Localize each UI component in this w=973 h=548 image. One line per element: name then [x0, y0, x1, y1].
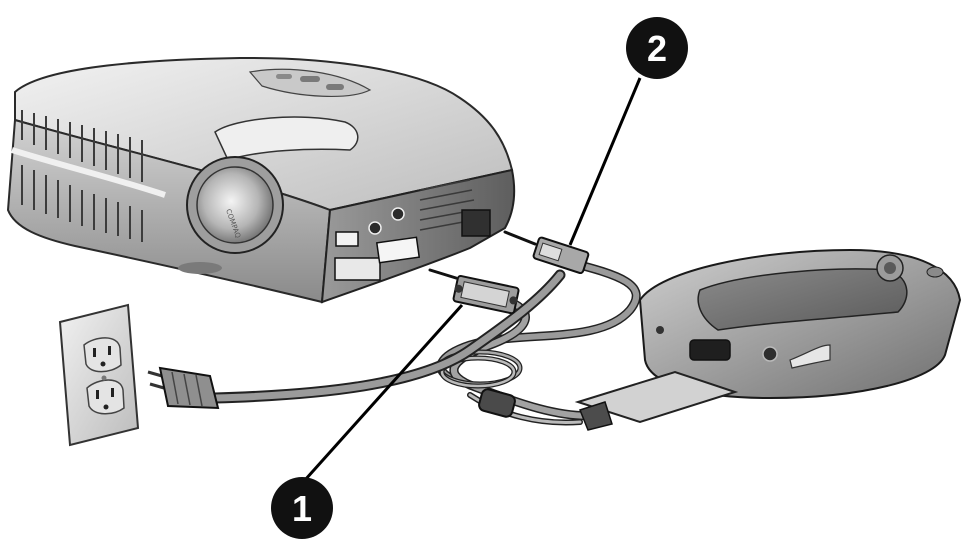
- projector-lens: [196, 166, 274, 244]
- audio-port: [368, 221, 382, 235]
- video-port: [334, 257, 381, 281]
- callout-2-circle: [626, 17, 688, 79]
- callout-1-circle: [271, 477, 333, 539]
- power-inlet: [461, 209, 491, 237]
- callout-2: 2: [626, 17, 688, 79]
- usb-port: [335, 231, 359, 247]
- projector-button: [300, 76, 320, 82]
- projector-button: [326, 84, 344, 90]
- outlet-receptacle-bottom: [86, 379, 125, 415]
- projector-foot: [178, 262, 222, 274]
- projector-front-ridge: [11, 147, 166, 198]
- pocket-pc: [638, 248, 962, 400]
- projector-vents: [21, 110, 143, 242]
- callout-2-label: 2: [647, 28, 667, 69]
- pda-button: [926, 266, 944, 278]
- pda-card-adapter: [574, 370, 739, 431]
- pda-sd-slot: [689, 339, 731, 361]
- callout-leader-lines: [303, 77, 642, 482]
- vga-port: [375, 236, 421, 264]
- ferrite-bead: [478, 388, 516, 418]
- callout-1-label: 1: [292, 488, 312, 529]
- audio-port: [391, 207, 405, 221]
- pda-headphone-jack: [762, 346, 778, 362]
- projector: COMPAQ: [6, 56, 516, 304]
- callout-2-leader: [568, 77, 642, 246]
- wall-outlet: [58, 303, 140, 447]
- outlet-plate: [58, 303, 140, 447]
- projector-lens-hood: [214, 116, 359, 161]
- pda-screen: [697, 268, 908, 331]
- pda-stylus: [789, 344, 831, 369]
- outlet-receptacle-top: [83, 337, 122, 373]
- cable-2-connector: [532, 236, 590, 275]
- projector-side-vents: [419, 179, 476, 231]
- callout-1: 1: [271, 477, 333, 539]
- vga-connector: [452, 274, 520, 315]
- projector-button: [276, 74, 292, 79]
- outlet-screw: [101, 375, 107, 381]
- power-plug: [147, 366, 220, 410]
- guide-line: [503, 230, 537, 246]
- guide-line: [428, 268, 458, 280]
- projector-front-face: [6, 118, 332, 304]
- callout-1-leader: [303, 303, 464, 482]
